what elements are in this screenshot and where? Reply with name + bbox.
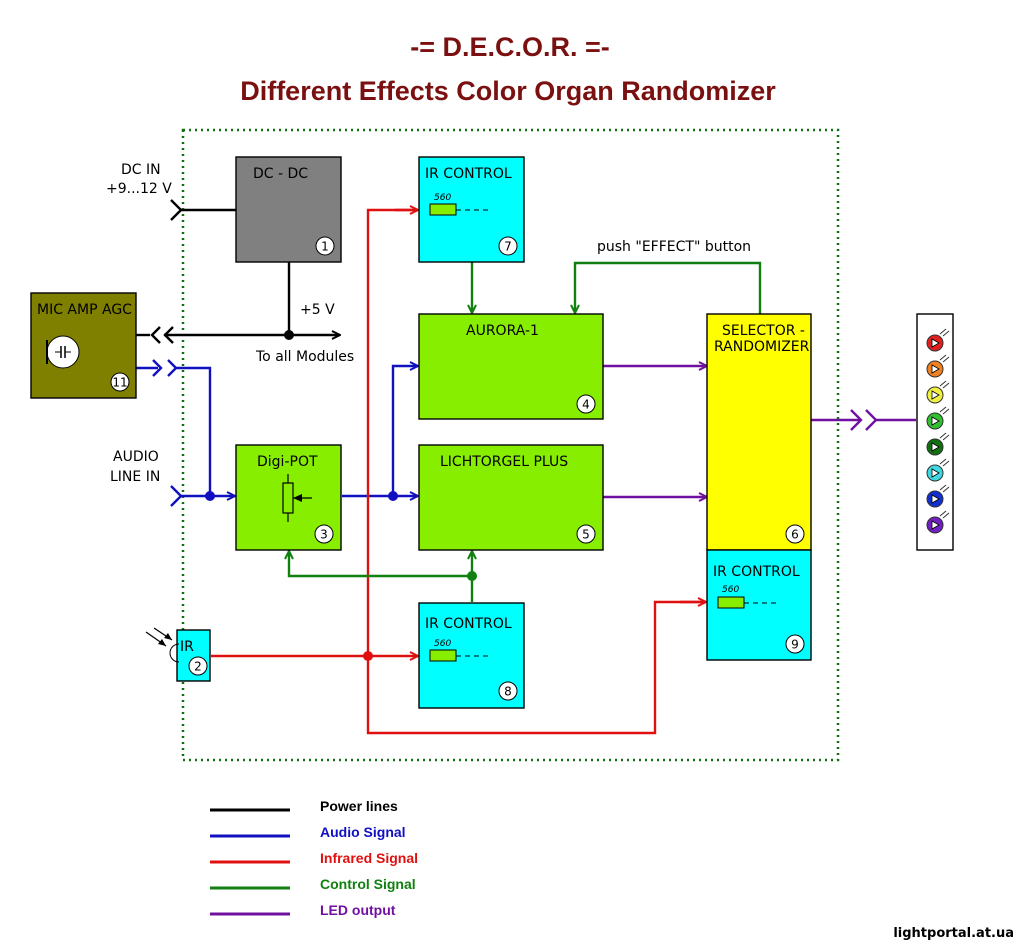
legend-label: Audio Signal bbox=[320, 824, 406, 840]
plus5v-label: +5 V bbox=[300, 302, 335, 318]
module-ir-top-num: 7 bbox=[504, 240, 512, 254]
legend-label: Control Signal bbox=[320, 876, 416, 892]
module-mic-num: 11 bbox=[112, 376, 127, 390]
module-lichtorgel-num: 5 bbox=[582, 528, 590, 542]
resistor-icon bbox=[429, 203, 457, 216]
led-icon bbox=[926, 484, 950, 508]
to-all-modules-label: To all Modules bbox=[255, 349, 354, 365]
audio-label: AUDIO bbox=[113, 449, 159, 465]
resistor-icon-mid bbox=[429, 649, 457, 662]
microphone-icon bbox=[46, 335, 80, 369]
module-selector: SELECTOR - RANDOMIZER 6 bbox=[706, 313, 812, 551]
led-panel bbox=[916, 313, 954, 551]
module-ir-mid: IR CONTROL 560 8 bbox=[418, 602, 525, 709]
power-lines bbox=[136, 199, 340, 344]
module-lichtorgel: LICHTORGEL PLUS 5 bbox=[418, 444, 604, 551]
legend-label: Power lines bbox=[320, 798, 398, 814]
resistor-label-right: 560 bbox=[722, 585, 739, 595]
legend-label: LED output bbox=[320, 902, 396, 918]
module-ir-right-num: 9 bbox=[791, 638, 799, 652]
led-icon bbox=[926, 328, 950, 352]
line-in-label: LINE IN bbox=[110, 469, 160, 485]
module-mic-label: MIC AMP AGC bbox=[37, 302, 132, 318]
module-selector-num: 6 bbox=[791, 528, 799, 542]
module-ir-mid-label: IR CONTROL bbox=[425, 616, 512, 632]
page-title: -= D.E.C.O.R. =- bbox=[410, 32, 610, 62]
resistor-label-mid: 560 bbox=[434, 639, 451, 649]
module-aurora: AURORA-1 4 bbox=[418, 313, 604, 420]
dc-in-voltage-label: +9...12 V bbox=[106, 181, 172, 197]
module-mic: MIC AMP AGC 11 bbox=[30, 292, 137, 399]
potentiometer-icon bbox=[282, 482, 294, 514]
audio-junction-2 bbox=[388, 491, 398, 501]
page-subtitle: Different Effects Color Organ Randomizer bbox=[240, 76, 776, 106]
module-ir-sensor-num: 2 bbox=[194, 660, 202, 674]
module-ir-top-label: IR CONTROL bbox=[425, 166, 512, 182]
resistor-label: 560 bbox=[434, 193, 451, 203]
resistor-icon-right bbox=[717, 596, 745, 609]
ir-junction bbox=[363, 651, 373, 661]
control-junction bbox=[467, 571, 477, 581]
module-selector-label1: SELECTOR - bbox=[722, 323, 805, 339]
module-ir-top: IR CONTROL 560 7 bbox=[418, 156, 525, 263]
led-icon bbox=[926, 380, 950, 404]
dc-in-label: DC IN bbox=[121, 162, 161, 178]
led-icon bbox=[926, 354, 950, 378]
module-dcdc-num: 1 bbox=[321, 240, 329, 254]
push-button-label: push "EFFECT" button bbox=[597, 239, 751, 255]
led-lines bbox=[603, 366, 916, 497]
watermark: lightportal.at.ua bbox=[893, 926, 1014, 941]
led-icon bbox=[926, 458, 950, 482]
module-digipot-num: 3 bbox=[320, 528, 328, 542]
infrared-lines bbox=[211, 210, 706, 735]
legend-label: Infrared Signal bbox=[320, 850, 418, 866]
module-ir-sensor-label: IR bbox=[180, 639, 194, 655]
power-junction bbox=[284, 330, 294, 340]
module-digipot-label: Digi-POT bbox=[257, 454, 318, 470]
module-ir-mid-num: 8 bbox=[504, 685, 512, 699]
module-aurora-num: 4 bbox=[582, 398, 590, 412]
led-icon bbox=[926, 510, 950, 534]
module-lichtorgel-label: LICHTORGEL PLUS bbox=[440, 454, 568, 470]
led-icon bbox=[926, 406, 950, 430]
module-aurora-label: AURORA-1 bbox=[466, 323, 539, 339]
audio-junction-1 bbox=[205, 491, 215, 501]
module-ir-right-label: IR CONTROL bbox=[713, 564, 800, 580]
module-digipot: Digi-POT 3 bbox=[235, 444, 342, 551]
module-dcdc-label: DC - DC bbox=[253, 166, 308, 182]
module-ir-right: IR CONTROL 560 9 bbox=[706, 549, 812, 661]
module-dcdc: DC - DC 1 bbox=[235, 156, 342, 263]
led-icon bbox=[926, 432, 950, 456]
module-ir-sensor: IR 2 bbox=[145, 627, 211, 682]
control-lines bbox=[289, 261, 762, 602]
module-selector-label2: RANDOMIZER bbox=[714, 339, 810, 355]
